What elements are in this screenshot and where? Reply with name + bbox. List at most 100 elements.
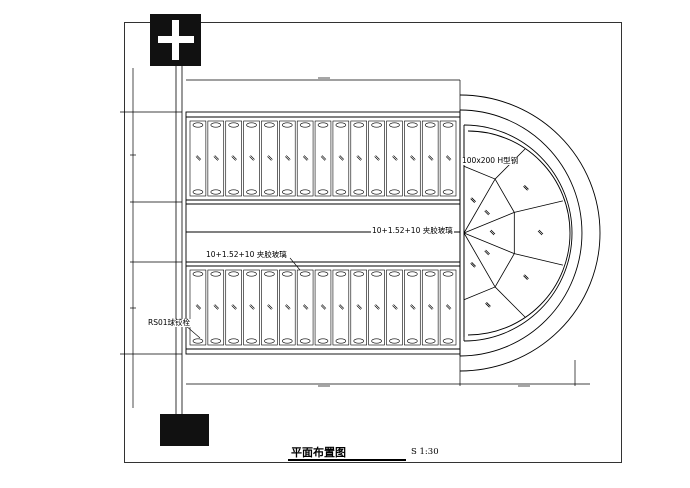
glass-hatch <box>320 155 327 161</box>
bolt-fitting <box>317 122 329 128</box>
bolt-fitting <box>264 122 275 128</box>
bolt-fitting <box>192 189 204 195</box>
bolt-fitting <box>192 122 204 128</box>
bolt-fitting <box>299 271 311 277</box>
fan-rib-inner <box>463 178 496 234</box>
glass-hatch <box>249 155 255 161</box>
glass-hatch <box>213 304 220 310</box>
bolt-fitting <box>192 338 204 344</box>
fan-rib <box>514 253 564 266</box>
bolt-fitting <box>317 338 329 344</box>
glass-hatch <box>195 155 202 161</box>
bolt-fitting <box>281 189 293 195</box>
bolt-fitting <box>299 122 311 128</box>
fan-sectors <box>463 129 564 337</box>
glass-panel <box>386 269 403 346</box>
bolt-fitting <box>389 271 400 277</box>
glass-panel <box>386 120 403 197</box>
fan-hatch <box>484 249 490 256</box>
glass-hatch <box>231 304 237 310</box>
glass-hatch <box>231 155 237 161</box>
bolt-fitting <box>228 271 239 277</box>
column-top <box>150 14 201 66</box>
bolt-fitting <box>371 189 382 195</box>
glass-panel <box>368 269 385 346</box>
glass-panel <box>261 120 278 197</box>
glass-label-left: 10+1.52+10 夹胶玻璃 <box>205 250 288 259</box>
glass-hatch <box>392 155 398 161</box>
dimension-left <box>120 68 182 408</box>
glass-hatch <box>338 155 345 161</box>
bolt-fitting <box>335 189 347 195</box>
glass-panel <box>439 269 457 346</box>
fan-inner-ring <box>463 165 515 301</box>
glass-panel <box>404 269 421 346</box>
glass-hatch <box>445 155 452 161</box>
bolt-fitting <box>407 338 418 344</box>
glass-hatch <box>410 304 416 310</box>
glass-panel <box>439 120 457 197</box>
glass-hatch <box>195 304 202 310</box>
glass-panel-row-bottom <box>189 269 457 346</box>
glass-hatch <box>356 155 362 161</box>
column-bottom <box>160 414 209 446</box>
fan-rib-inner <box>463 232 515 254</box>
bolt-fitting <box>228 122 239 128</box>
bolt-fitting <box>407 271 418 277</box>
dimension-top <box>186 77 461 110</box>
glass-hatch <box>338 304 345 310</box>
canopy-frame <box>185 111 461 355</box>
bolt-fitting <box>299 338 311 344</box>
glass-panel <box>189 120 207 197</box>
beam-label: 100x200 H型钢 <box>461 156 520 165</box>
bolt-fitting <box>371 271 382 277</box>
bolt-fitting <box>424 122 436 128</box>
glass-panel <box>296 269 314 346</box>
glass-hatch <box>302 304 309 310</box>
sheet-border <box>124 22 622 463</box>
glass-hatch <box>410 155 416 161</box>
bolt-fitting <box>281 122 293 128</box>
bolt-fitting <box>389 189 400 195</box>
semicircle-end <box>459 94 601 372</box>
bolt-fitting <box>371 338 382 344</box>
bolt-fitting <box>317 189 329 195</box>
bolt-leader <box>184 324 201 339</box>
bolt-fitting <box>264 338 275 344</box>
glass-panel <box>421 120 439 197</box>
bolt-fitting <box>264 189 275 195</box>
glass-panel <box>332 269 350 346</box>
bolt-fitting <box>353 338 365 344</box>
glass-panel <box>314 120 332 197</box>
fan-hatch <box>523 185 529 191</box>
glass-hatch <box>267 304 273 310</box>
glass-hatch <box>445 304 452 310</box>
glass-panel <box>314 269 332 346</box>
glass-panel <box>279 269 296 346</box>
bolt-fitting <box>353 122 365 128</box>
title-underline <box>288 459 406 461</box>
glass-panel <box>225 269 242 346</box>
glass-panel <box>350 269 367 346</box>
glass-hatch <box>285 155 291 161</box>
bolt-fitting <box>210 271 222 277</box>
plan-title: 平面布置图 <box>291 446 346 459</box>
bolt-fitting <box>335 338 347 344</box>
bolt-fitting <box>407 189 418 195</box>
glass-hatch <box>320 304 327 310</box>
fan-hatch <box>484 209 490 216</box>
bolt-fitting <box>246 122 257 128</box>
fan-rib-inner <box>463 212 515 234</box>
bolt-fitting <box>389 338 400 344</box>
glass-hatch <box>213 155 220 161</box>
fan-hatch <box>470 197 476 203</box>
glass-panel <box>207 120 225 197</box>
glass-panel <box>296 120 314 197</box>
fan-rib <box>494 286 526 318</box>
bolt-fitting <box>424 338 436 344</box>
fan-hatch <box>523 274 529 280</box>
glass-hatch <box>302 155 309 161</box>
glass-hatch <box>427 304 434 310</box>
bolt-fitting <box>264 271 275 277</box>
bolt-fitting <box>228 189 239 195</box>
